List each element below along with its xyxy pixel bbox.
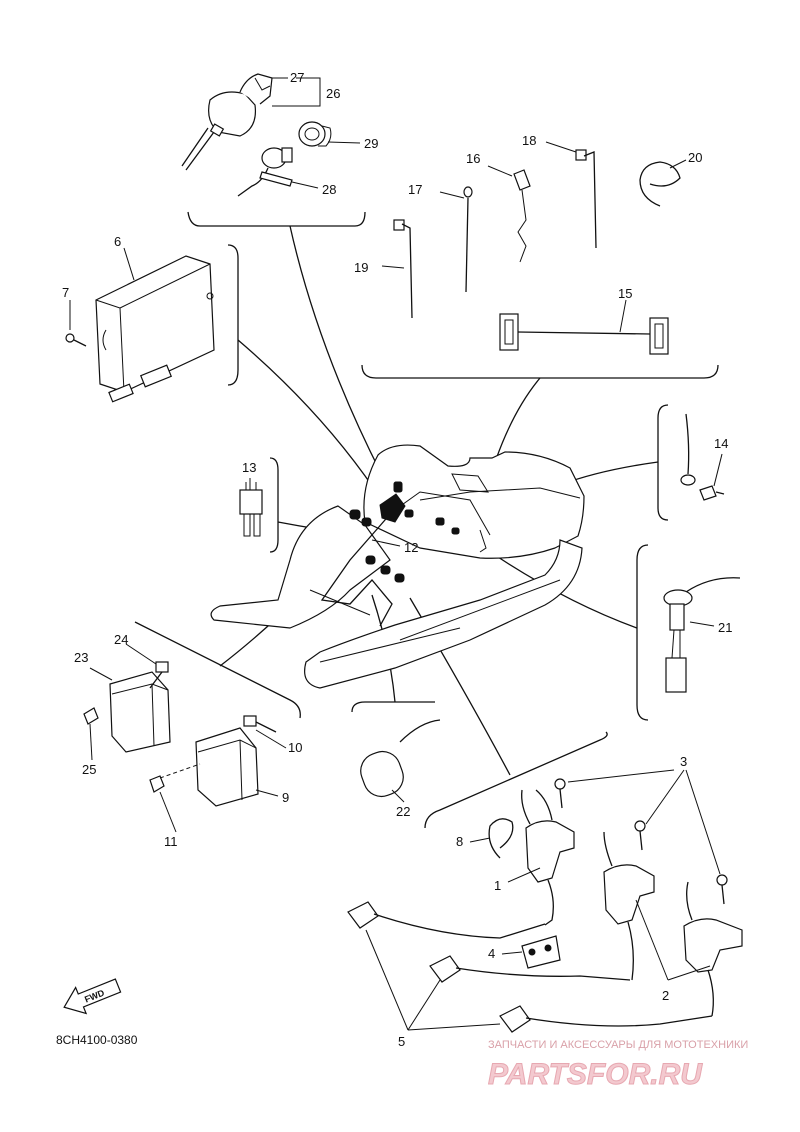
wire-harness-12 bbox=[210, 444, 585, 689]
band-15 bbox=[499, 313, 669, 355]
bolt-10 bbox=[243, 715, 277, 733]
watermark-tagline: ЗАПЧАСТИ И АКСЕССУАРЫ ДЛЯ МОТОТЕХНИКИ bbox=[488, 1039, 748, 1051]
cable-tie-18 bbox=[575, 149, 597, 249]
label-26: 26 bbox=[326, 86, 340, 101]
rectifier-23 bbox=[109, 671, 171, 753]
label-20: 20 bbox=[688, 150, 702, 165]
main-switch-26-27 bbox=[181, 73, 273, 171]
nut-25 bbox=[83, 707, 99, 725]
screw-3c bbox=[716, 874, 728, 905]
label-17: 17 bbox=[408, 182, 422, 197]
label-14: 14 bbox=[714, 436, 728, 451]
label-7: 7 bbox=[62, 285, 69, 300]
screw-3b bbox=[634, 820, 646, 851]
label-12: 12 bbox=[404, 540, 418, 555]
cdi-unit-6 bbox=[95, 255, 215, 403]
cable-tie-17 bbox=[463, 186, 473, 293]
label-22: 22 bbox=[396, 804, 410, 819]
condenser-22 bbox=[360, 719, 441, 798]
label-28: 28 bbox=[322, 182, 336, 197]
label-29: 29 bbox=[364, 136, 378, 151]
label-1: 1 bbox=[494, 878, 501, 893]
earth-lead-14 bbox=[680, 413, 725, 501]
drawing-code: 8CH4100-0380 bbox=[56, 1033, 138, 1047]
label-11: 11 bbox=[164, 834, 178, 849]
label-19: 19 bbox=[354, 260, 368, 275]
part-labels: 1 2 3 4 5 6 7 8 9 10 11 12 13 14 15 16 1… bbox=[62, 70, 732, 1049]
screw-7 bbox=[65, 333, 87, 347]
watermark: ЗАПЧАСТИ И АКСЕССУАРЫ ДЛЯ МОТОТЕХНИКИ PA… bbox=[488, 1039, 749, 1092]
sensor-21 bbox=[663, 577, 741, 693]
clip-20 bbox=[639, 161, 681, 207]
label-24: 24 bbox=[114, 632, 128, 647]
ignition-coil-2a bbox=[603, 831, 655, 981]
label-21: 21 bbox=[718, 620, 732, 635]
fwd-arrow: FWD bbox=[63, 978, 122, 1015]
switch-28 bbox=[237, 147, 293, 197]
relay-13 bbox=[239, 482, 263, 537]
watermark-brand: PARTSFOR.RU bbox=[488, 1058, 703, 1091]
regulator-9 bbox=[195, 727, 259, 807]
label-4: 4 bbox=[488, 946, 495, 961]
ignition-coil-2b bbox=[683, 881, 743, 1017]
label-18: 18 bbox=[522, 133, 536, 148]
label-15: 15 bbox=[618, 286, 632, 301]
label-leaders bbox=[69, 77, 723, 1031]
ignition-coil-1 bbox=[521, 789, 575, 926]
group-brackets bbox=[134, 211, 719, 829]
label-2: 2 bbox=[662, 988, 669, 1003]
label-8: 8 bbox=[456, 834, 463, 849]
label-25: 25 bbox=[82, 762, 96, 777]
label-16: 16 bbox=[466, 151, 480, 166]
ring-nut-29 bbox=[298, 121, 332, 147]
bolt-24 bbox=[149, 661, 169, 689]
plug-leads-5 bbox=[347, 901, 713, 1033]
screw-3a bbox=[554, 778, 566, 809]
cable-tie-19 bbox=[393, 219, 413, 319]
plate-4 bbox=[521, 935, 561, 969]
label-27: 27 bbox=[290, 70, 304, 85]
nut-11 bbox=[149, 763, 201, 793]
label-23: 23 bbox=[74, 650, 88, 665]
label-5: 5 bbox=[398, 1034, 405, 1049]
clip-8 bbox=[488, 818, 514, 859]
label-6: 6 bbox=[114, 234, 121, 249]
label-10: 10 bbox=[288, 740, 302, 755]
label-9: 9 bbox=[282, 790, 289, 805]
label-3: 3 bbox=[680, 754, 687, 769]
band-16 bbox=[513, 169, 531, 263]
label-13: 13 bbox=[242, 460, 256, 475]
